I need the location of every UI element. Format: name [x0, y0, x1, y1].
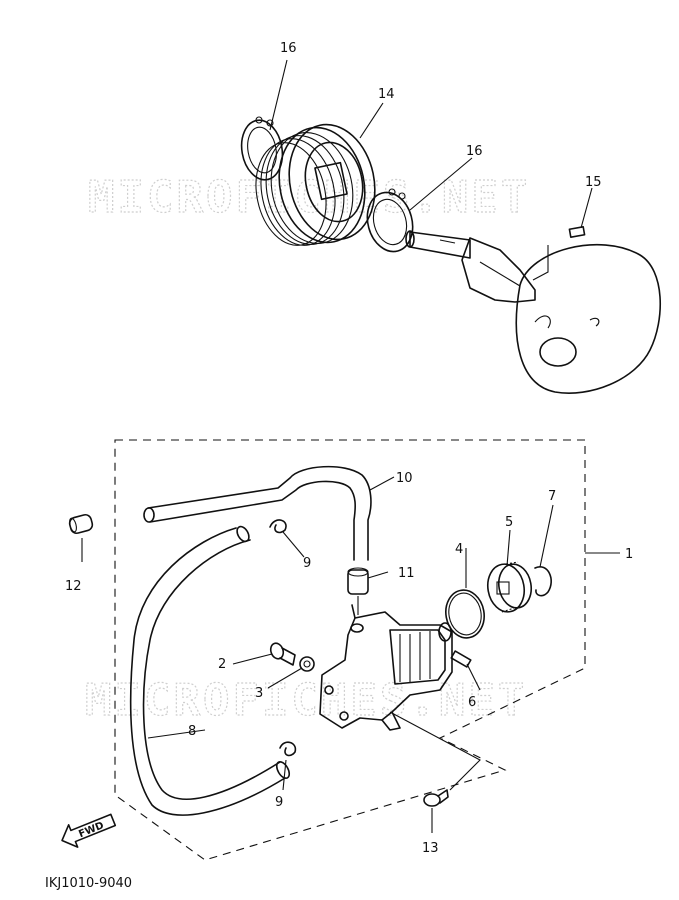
label-8: 8	[188, 724, 196, 739]
watermark-top: MICROFICHES.NET	[88, 172, 530, 223]
drive-disc	[515, 243, 662, 394]
label-9-bottom: 9	[275, 795, 283, 810]
bolt-2	[269, 642, 296, 666]
fwd-label: FWD	[77, 820, 105, 840]
label-5: 5	[505, 515, 513, 530]
assembly-boundary	[114, 439, 586, 861]
washer-3	[299, 656, 315, 672]
oil-pump-body	[319, 604, 453, 731]
label-7: 7	[548, 489, 556, 504]
watermark-bottom: MICROFICHES.NET	[85, 675, 527, 726]
hose-clip-bottom	[279, 741, 297, 757]
label-9-top: 9	[303, 556, 311, 571]
label-4: 4	[455, 542, 463, 557]
circlip-7	[534, 566, 552, 597]
label-13: 13	[422, 841, 439, 856]
hose-10	[143, 465, 372, 561]
diagram-code: IKJ1010-9040	[45, 876, 132, 891]
label-16-right: 16	[466, 144, 483, 159]
circlip-right	[366, 188, 414, 253]
drive-gear-5	[486, 561, 533, 613]
dowel-pin-6	[450, 650, 472, 668]
hose-cap-12	[68, 513, 94, 535]
o-ring-4	[445, 589, 485, 639]
label-11: 11	[398, 566, 415, 581]
label-2: 2	[218, 657, 226, 672]
hose-clip-top	[269, 519, 287, 534]
label-15: 15	[585, 175, 602, 190]
label-12: 12	[65, 579, 82, 594]
fitting-11	[347, 567, 369, 595]
fwd-arrow-icon: FWD	[61, 813, 117, 848]
label-14: 14	[378, 87, 395, 102]
label-1: 1	[625, 547, 633, 562]
label-3: 3	[255, 686, 263, 701]
screw-13	[423, 789, 449, 807]
pulley-gear	[255, 123, 376, 246]
label-16-left: 16	[280, 41, 297, 56]
dowel-pin-15	[568, 226, 586, 238]
label-6: 6	[468, 695, 476, 710]
label-10: 10	[396, 471, 413, 486]
hose-8	[129, 525, 291, 816]
drive-shaft	[405, 230, 536, 303]
